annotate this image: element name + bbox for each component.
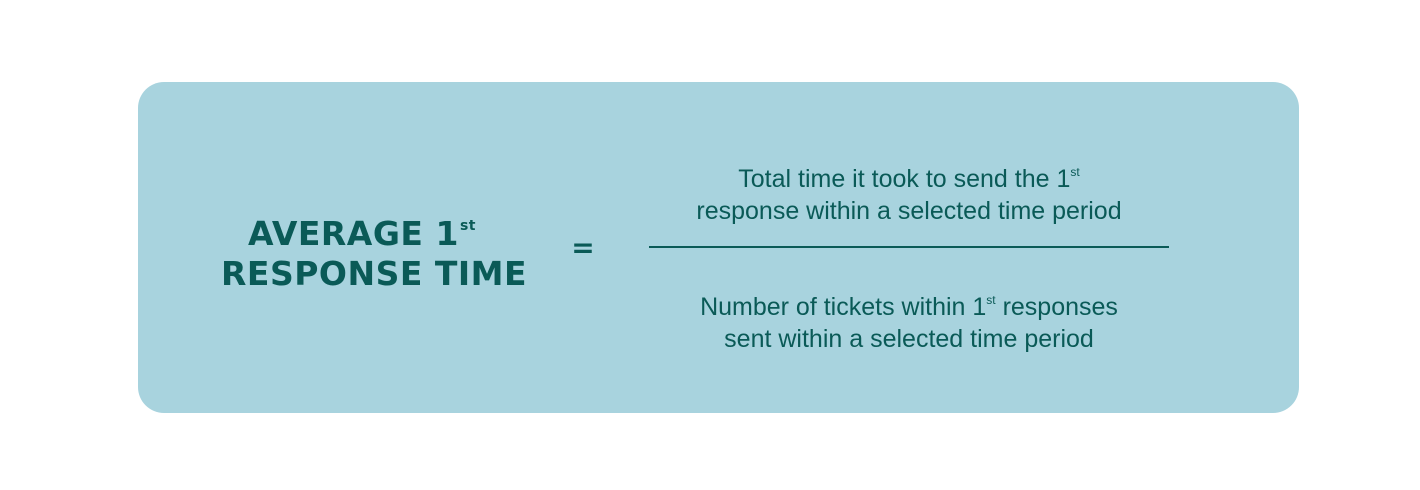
denominator: Number of tickets within 1st responses s…	[649, 284, 1169, 355]
numerator-line-1: Total time it took to send the 1st	[649, 156, 1169, 195]
numerator: Total time it took to send the 1st respo…	[649, 156, 1169, 227]
numerator-line-2: response within a selected time period	[696, 197, 1122, 225]
denominator-line-1-after: responses	[995, 293, 1118, 321]
lhs-line-1-text: AVERAGE 1	[248, 214, 459, 253]
numerator-line-1-text: Total time it took to send the 1	[738, 165, 1071, 193]
formula-lhs: AVERAGE 1st RESPONSE TIME	[221, 206, 528, 294]
fraction-bar	[649, 246, 1169, 248]
denominator-line-1-before: Number of tickets within 1	[700, 293, 987, 321]
formula-fraction: Total time it took to send the 1st respo…	[649, 152, 1169, 355]
lhs-line-2: RESPONSE TIME	[221, 254, 528, 293]
lhs-line-1: AVERAGE 1st	[221, 206, 503, 254]
formula-card: AVERAGE 1st RESPONSE TIME = Total time i…	[138, 82, 1299, 413]
denominator-line-1: Number of tickets within 1st responses	[649, 284, 1169, 323]
equals-sign: =	[571, 231, 595, 264]
numerator-superscript: st	[1070, 165, 1080, 179]
denominator-line-2: sent within a selected time period	[724, 325, 1094, 353]
lhs-superscript: st	[459, 218, 476, 234]
denominator-superscript: st	[986, 293, 996, 307]
